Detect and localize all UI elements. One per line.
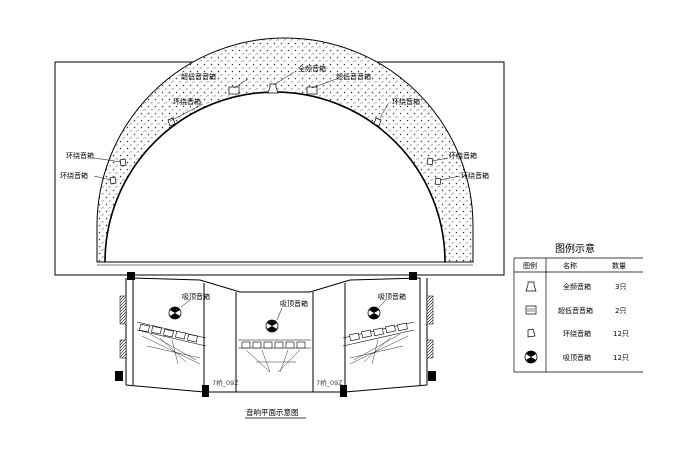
seating-center <box>238 339 311 373</box>
axis-label-left: 7桥_09Z <box>212 378 239 387</box>
legend-row-name: 环绕音箱 <box>563 329 591 338</box>
plan-view: 吸顶音箱 吸顶音箱 吸顶音箱 7桥_09Z 7桥_09Z 音响平面示意图 <box>115 272 436 419</box>
legend-header-qty: 数量 <box>612 261 626 270</box>
surround-speaker-icon <box>434 177 442 186</box>
hatched-panel-left <box>119 295 127 325</box>
legend: 图例示意 图例 名称 数量 全频音箱 3只 超低音音箱 2只 环绕音箱 12只 … <box>513 242 643 373</box>
legend-row-qty: 2只 <box>615 307 626 315</box>
structural-columns <box>115 272 436 397</box>
legend-row-name: 吸顶音箱 <box>563 353 591 362</box>
ceiling-speaker-icon <box>168 306 182 320</box>
surround-speaker-icon <box>373 117 382 127</box>
subwoofer-icon <box>525 305 537 315</box>
plan-floor-line <box>125 384 428 393</box>
legend-row-name: 超低音音箱 <box>558 306 593 315</box>
label-subwoofer-left: 超低音音箱 <box>181 72 216 81</box>
legend-title: 图例示意 <box>555 242 595 255</box>
label-surround-low-left: 环绕音箱 <box>60 171 88 180</box>
seating-left <box>136 321 207 365</box>
ceiling-speaker-icon <box>524 350 538 364</box>
label-ceiling-center: 吸顶音箱 <box>280 299 308 308</box>
surround-speaker-icon <box>119 158 127 167</box>
surround-speaker-icon <box>109 176 117 185</box>
ceiling-speaker-icon <box>265 319 279 333</box>
ceiling-leader-lines <box>180 299 387 321</box>
subwoofer-icon <box>228 86 240 95</box>
hatched-panel-left-low <box>119 339 127 359</box>
seating-right <box>342 321 415 365</box>
hatched-panel-right-low <box>426 339 434 359</box>
legend-row-qty: 12只 <box>613 354 629 362</box>
label-subwoofer-right: 超低音音箱 <box>336 72 371 81</box>
label-surround-low-right: 环绕音箱 <box>461 171 489 180</box>
legend-row-name: 全频音箱 <box>563 282 591 291</box>
elevation-view: 全频音箱 超低音音箱 超低音音箱 环绕音箱 环绕音箱 环绕音箱 环绕音箱 环绕音… <box>54 37 505 276</box>
legend-header-name: 名称 <box>563 261 577 270</box>
surround-speaker-icon <box>426 157 434 166</box>
ceiling-speaker-icon <box>367 306 381 320</box>
subwoofer-icon <box>306 86 318 95</box>
legend-row-qty: 3只 <box>615 283 626 291</box>
arch-ring <box>96 37 474 263</box>
surround-speaker-icon <box>167 117 176 127</box>
label-surround-upper-right: 环绕音箱 <box>392 97 420 106</box>
legend-header-icon: 图例 <box>523 261 537 270</box>
legend-row-qty: 12只 <box>613 330 629 338</box>
label-surround-upper-left: 环绕音箱 <box>173 97 201 106</box>
hatched-panel-right <box>426 295 434 325</box>
fullrange-speaker-icon <box>267 83 279 94</box>
plan-outline-top <box>132 277 421 293</box>
label-fullrange: 全频音箱 <box>298 64 326 73</box>
leader-lines <box>93 71 461 181</box>
axis-label-right: 7桥_09Z <box>316 378 343 387</box>
surround-speaker-icon <box>527 328 536 338</box>
label-ceiling-right: 吸顶音箱 <box>378 292 406 301</box>
label-ceiling-left: 吸顶音箱 <box>182 292 210 301</box>
plan-caption: 音响平面示意图 <box>246 407 299 417</box>
fullrange-speaker-icon <box>525 281 537 292</box>
label-surround-mid-left: 环绕音箱 <box>66 151 94 160</box>
label-surround-mid-right: 环绕音箱 <box>449 151 477 160</box>
